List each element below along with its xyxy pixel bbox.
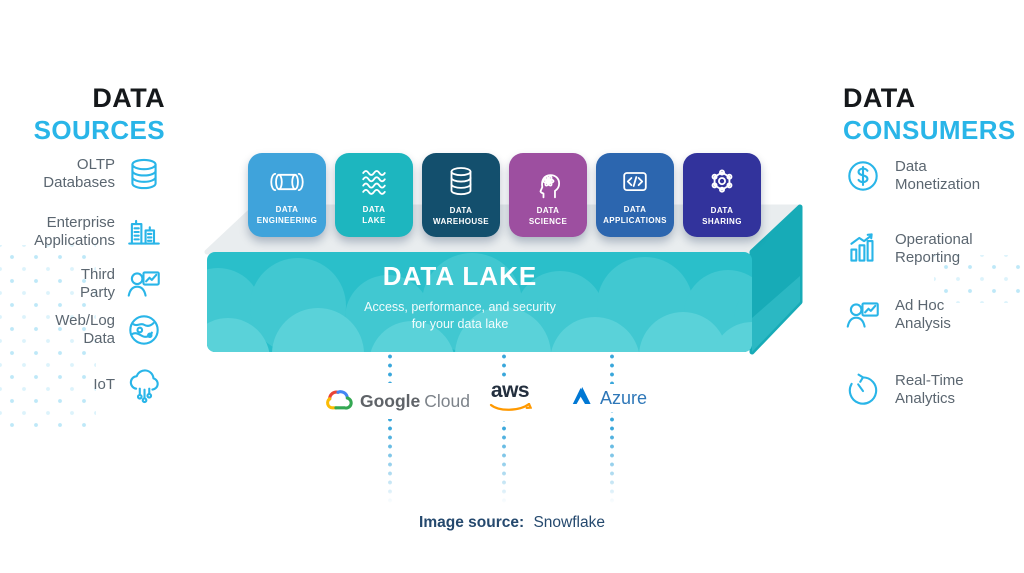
globe-icon bbox=[124, 310, 164, 350]
source-label: OLTP bbox=[76, 156, 115, 174]
caption-label: Image source: bbox=[419, 514, 525, 531]
source-item-enterprise-applications: Enterprise Applications bbox=[0, 208, 164, 256]
cloud-band-1 bbox=[207, 253, 752, 352]
data-lake-title: DATA LAKE bbox=[382, 261, 538, 291]
dollar-circle-icon bbox=[843, 156, 883, 196]
network-icon bbox=[701, 163, 743, 201]
clock-cycle-icon bbox=[843, 370, 883, 410]
source-item-third-party: Third Party bbox=[0, 260, 164, 308]
source-item-iot: IoT bbox=[0, 361, 164, 409]
tile-data-lake: DATA LAKE bbox=[335, 153, 413, 237]
data-consumers-heading: DATA CONSUMERS bbox=[843, 84, 1023, 146]
consumer-item-operational-reporting: Operational Reporting bbox=[843, 225, 1021, 273]
aws-logo: aws bbox=[482, 378, 538, 421]
consumer-item-ad-hoc-analysis: Ad Hoc Analysis bbox=[843, 291, 1021, 339]
azure-logo: Azure bbox=[566, 384, 653, 412]
data-lake-platform bbox=[204, 204, 803, 355]
tile-data-engineering: DATA ENGINEERING bbox=[248, 153, 326, 237]
waves-icon bbox=[353, 164, 395, 200]
person-chart-icon bbox=[124, 264, 164, 304]
data-sources-heading: DATA SOURCES bbox=[0, 84, 165, 146]
data-lake-subtitle: Access, performance, and security for yo… bbox=[364, 300, 556, 331]
data-lake-text-block: DATA LAKE Access, performance, and secur… bbox=[250, 261, 670, 332]
heading-sources: SOURCES bbox=[33, 115, 165, 146]
tile-data-applications: DATA APPLICATIONS bbox=[596, 153, 674, 237]
cloud-band-2 bbox=[207, 307, 752, 352]
heading-data: DATA bbox=[843, 83, 916, 113]
tile-data-sharing: DATA SHARING bbox=[683, 153, 761, 237]
consumer-item-real-time-analytics: Real-Time Analytics bbox=[843, 366, 1021, 414]
code-icon bbox=[614, 164, 656, 200]
source-item-web-log-data: Web/Log Data bbox=[0, 306, 164, 354]
pipe-icon bbox=[266, 164, 308, 200]
heading-data: DATA bbox=[92, 83, 165, 113]
consumer-item-data-monetization: Data Monetization bbox=[843, 152, 1021, 200]
database-icon bbox=[124, 154, 164, 194]
azure-label: Azure bbox=[600, 387, 648, 408]
aws-smile-icon bbox=[488, 401, 533, 419]
iot-cloud-icon bbox=[124, 365, 164, 405]
buildings-icon bbox=[124, 212, 164, 252]
cloud-label: Cloud bbox=[424, 390, 471, 411]
azure-triangle-icon bbox=[571, 386, 593, 410]
database-icon bbox=[440, 163, 482, 201]
google-cloud-icon bbox=[323, 385, 353, 417]
tile-data-warehouse: DATA WAREHOUSE bbox=[422, 153, 500, 237]
dotted-line-aws bbox=[502, 352, 506, 504]
caption-source: Snowflake bbox=[533, 514, 605, 531]
bar-chart-icon bbox=[843, 229, 883, 269]
source-item-oltp-databases: OLTP Databases bbox=[0, 150, 164, 198]
platform-side-highlight bbox=[752, 276, 800, 352]
heading-consumers: CONSUMERS bbox=[843, 115, 1016, 146]
dotted-line-azure bbox=[610, 352, 614, 504]
tile-data-science: DATA SCIENCE bbox=[509, 153, 587, 237]
google-label: Google bbox=[360, 390, 421, 411]
aws-label: aws bbox=[490, 379, 530, 402]
head-atom-icon bbox=[527, 163, 569, 201]
dotted-line-google bbox=[388, 352, 392, 504]
person-chart-icon bbox=[843, 295, 883, 335]
image-source-caption: Image source: Snowflake bbox=[0, 514, 1024, 532]
